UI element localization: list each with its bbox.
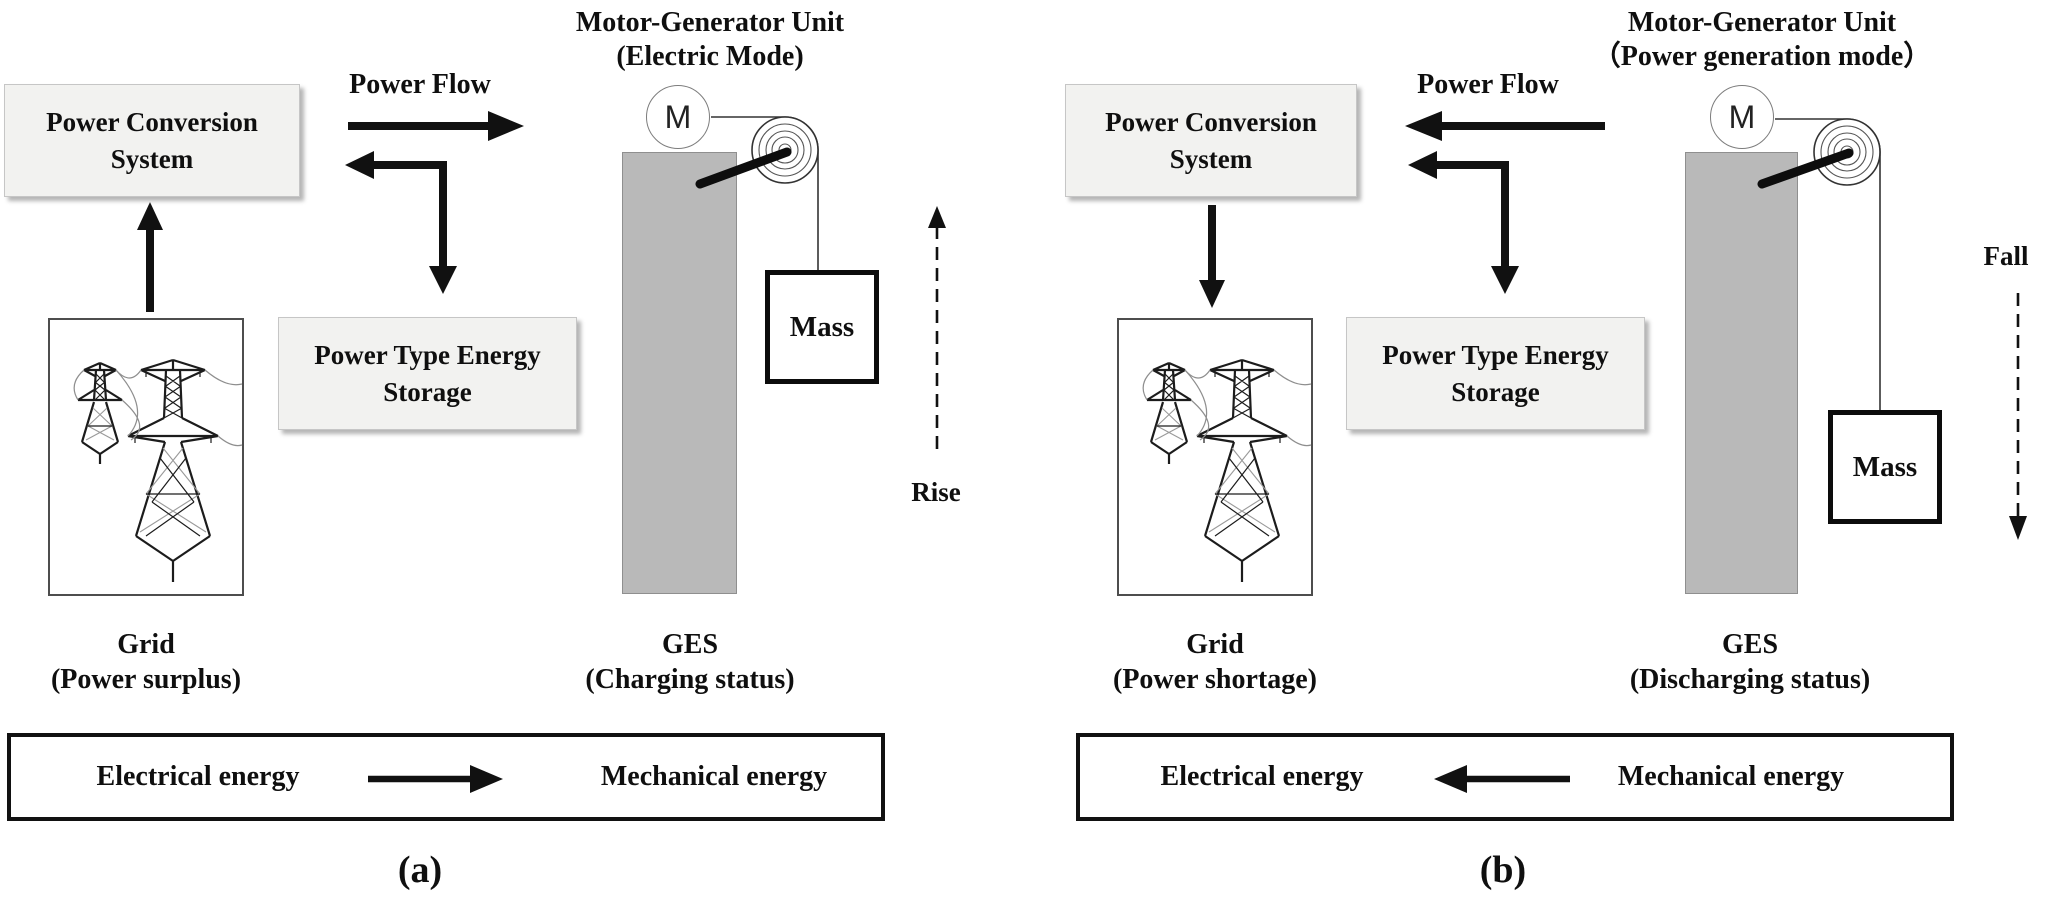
- motor-generator-circle-a: M: [646, 85, 710, 149]
- energy-conversion-box-a: Electrical energy Mechanical energy: [7, 733, 885, 821]
- mg-title-line2-b: （Power generation mode）: [1592, 41, 1932, 72]
- pcs-to-grid-arrow-b: [1199, 205, 1225, 308]
- mg-title-line2-a: (Electric Mode): [616, 41, 804, 72]
- power-flow-arrow-b: [1405, 111, 1605, 141]
- grid-to-pcs-arrow-a: [137, 202, 163, 312]
- mass-box-a: Mass: [765, 270, 879, 384]
- mg-title-line1-b: Motor-Generator Unit: [1627, 7, 1897, 38]
- power-conversion-system-label-b: Power Conversion System: [1105, 106, 1317, 174]
- power-type-energy-storage-box-a: Power Type Energy Storage: [278, 317, 577, 430]
- electrical-energy-label-b: Electrical energy: [1160, 761, 1364, 792]
- mass-label-a: Mass: [789, 310, 855, 343]
- motor-letter-b: M: [1728, 98, 1756, 135]
- ges-name-a: GES: [661, 629, 719, 660]
- elbow-arrow-b: [1408, 151, 1519, 294]
- ges-status-a: (Charging status): [585, 664, 795, 695]
- ges-name-b: GES: [1721, 629, 1779, 660]
- power-flow-label-b: Power Flow: [1417, 69, 1559, 100]
- grid-box-a: [48, 318, 244, 596]
- power-conversion-system-box-a: Power Conversion System: [4, 84, 300, 197]
- rise-arrow-a: [928, 206, 946, 457]
- mechanical-energy-label-b: Mechanical energy: [1617, 761, 1845, 792]
- power-type-energy-storage-label-b: Power Type Energy Storage: [1382, 339, 1609, 407]
- power-type-energy-storage-box-b: Power Type Energy Storage: [1346, 317, 1645, 430]
- grid-name-a: Grid: [117, 629, 175, 660]
- fall-label-b: Fall: [1983, 241, 2029, 271]
- mg-title-line1-a: Motor-Generator Unit: [575, 7, 845, 38]
- motor-letter-a: M: [664, 98, 692, 135]
- power-type-energy-storage-label-a: Power Type Energy Storage: [314, 339, 541, 407]
- power-flow-arrow-a: [348, 111, 524, 141]
- power-conversion-system-label-a: Power Conversion System: [46, 106, 258, 174]
- fall-arrow-b: [2009, 293, 2027, 540]
- ges-tower-a: [622, 152, 737, 594]
- panel-caption-b: (b): [1479, 849, 1527, 891]
- panel-caption-a: (a): [397, 849, 443, 891]
- motor-generator-circle-b: M: [1710, 85, 1774, 149]
- grid-status-a: (Power surplus): [50, 664, 242, 695]
- elbow-arrow-a: [345, 151, 457, 294]
- ges-status-b: (Discharging status): [1629, 664, 1871, 695]
- mechanical-energy-label-a: Mechanical energy: [600, 761, 828, 792]
- electrical-energy-label-a: Electrical energy: [96, 761, 300, 792]
- mass-label-b: Mass: [1852, 450, 1918, 483]
- power-conversion-system-box-b: Power Conversion System: [1065, 84, 1357, 197]
- mass-box-b: Mass: [1828, 410, 1942, 524]
- ges-tower-b: [1685, 152, 1798, 594]
- grid-box-b: [1117, 318, 1313, 596]
- power-flow-label-a: Power Flow: [349, 69, 491, 100]
- grid-name-b: Grid: [1186, 629, 1244, 660]
- rise-label-a: Rise: [911, 477, 961, 507]
- energy-conversion-box-b: Electrical energy Mechanical energy: [1076, 733, 1954, 821]
- grid-status-b: (Power shortage): [1113, 664, 1317, 695]
